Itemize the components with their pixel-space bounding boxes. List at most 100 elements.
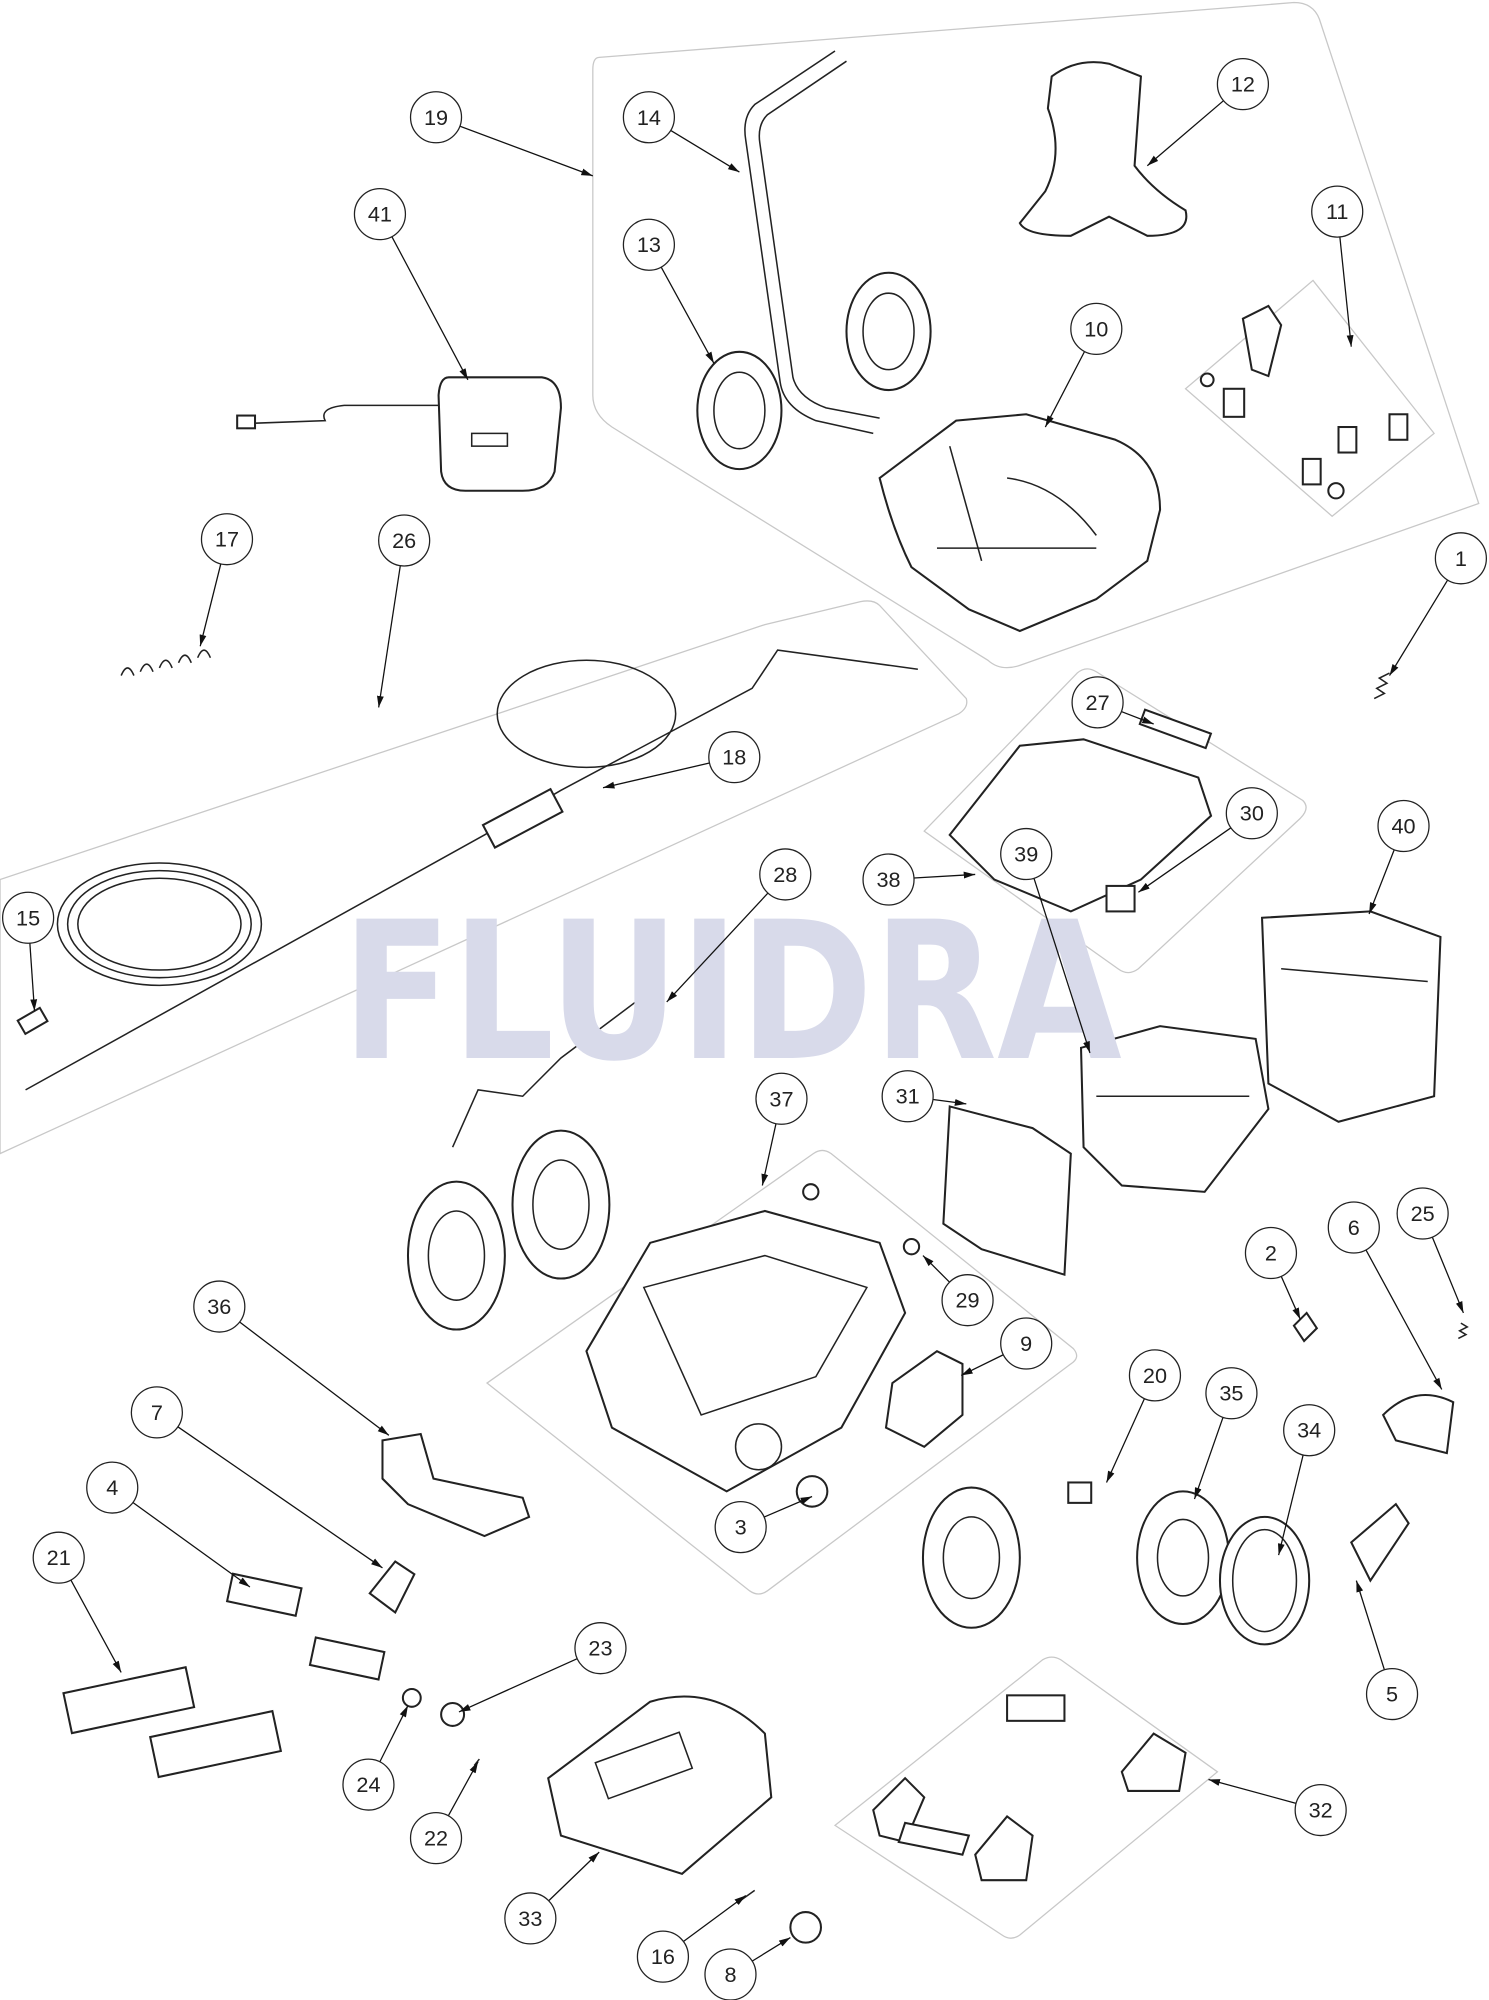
washer	[1199, 372, 1215, 388]
callout-number: 13	[637, 232, 661, 257]
panel-lid-assembly	[923, 668, 1307, 974]
callout-circle	[1377, 799, 1430, 853]
callout-circle	[378, 514, 431, 567]
leader-arrow	[761, 1123, 777, 1186]
callout-circle	[86, 1461, 139, 1514]
leader-arrow	[1388, 579, 1449, 676]
gear	[795, 1475, 829, 1508]
callout-circle	[1365, 1667, 1419, 1721]
filter-door	[942, 1105, 1072, 1277]
callout-number: 37	[769, 1086, 793, 1111]
screw	[736, 1889, 756, 1904]
drive-gear	[789, 1911, 823, 1944]
callout-21: 21	[32, 1531, 122, 1673]
callout-circle	[881, 1070, 934, 1123]
callout-number: 14	[637, 105, 661, 130]
wheel	[1136, 1490, 1230, 1625]
callout-7: 7	[130, 1386, 383, 1569]
callout-circle	[622, 91, 676, 144]
caddy-base-inner	[936, 445, 1097, 562]
caddy-wheel-right-hub	[862, 292, 915, 371]
clip-small	[1301, 457, 1322, 486]
callout-circle	[862, 853, 915, 906]
callout-26: 26	[376, 514, 431, 708]
callout-number: 41	[368, 202, 392, 227]
callout-circle	[1071, 676, 1124, 729]
callout-circle	[342, 1758, 395, 1811]
callout-circle	[409, 91, 463, 144]
body-bearing	[734, 1423, 783, 1471]
callout-15: 15	[1, 891, 55, 1011]
filter-rib	[1281, 968, 1428, 983]
lid-sensor	[1105, 884, 1136, 913]
callout-circle	[1311, 185, 1364, 238]
callout-39: 39	[1000, 827, 1091, 1054]
callout-number: 38	[876, 867, 900, 892]
spring	[1373, 672, 1469, 1340]
callout-circle	[1070, 302, 1123, 356]
leader-arrow	[751, 1936, 791, 1962]
cable-clips	[120, 649, 212, 676]
callout-20: 20	[1105, 1349, 1182, 1483]
callout-38: 38	[862, 853, 976, 906]
cable-clip-row	[120, 649, 212, 676]
callout-17: 17	[199, 513, 254, 647]
callout-35: 35	[1193, 1367, 1258, 1500]
leader-arrow	[458, 1658, 578, 1713]
leader-arrow	[1208, 1778, 1297, 1804]
clip	[1241, 304, 1283, 378]
track-wheel	[511, 1129, 611, 1280]
leader-arrow	[29, 943, 38, 1011]
motor-cable	[451, 980, 664, 1148]
callout-23: 23	[458, 1622, 627, 1713]
callout-27: 27	[1071, 676, 1154, 729]
watermark: FLUIDRA	[342, 882, 1122, 1104]
callout-number: 21	[47, 1545, 71, 1570]
wheel	[921, 1486, 1021, 1629]
callout-28: 28	[666, 848, 812, 1003]
clip-small	[1388, 413, 1409, 441]
callout-number: 3	[735, 1515, 747, 1540]
drive-cover	[884, 1349, 964, 1448]
leader-arrow	[1193, 1417, 1224, 1500]
leader-arrow	[70, 1579, 122, 1673]
pin-clip	[802, 1183, 820, 1201]
leader-arrow	[548, 1851, 600, 1902]
leader-arrow	[132, 1501, 251, 1588]
leader-arrow	[1339, 236, 1354, 347]
leader-arrow	[1277, 1454, 1304, 1556]
callout-13: 13	[622, 218, 715, 364]
leader-arrow	[1431, 1236, 1465, 1314]
callout-36: 36	[193, 1280, 390, 1436]
callout-14: 14	[622, 91, 740, 173]
leader-arrow	[932, 1098, 967, 1106]
cable-coil-small	[496, 659, 677, 769]
track-wheel-hub	[427, 1210, 486, 1301]
callout-32: 32	[1208, 1778, 1347, 1837]
accessory-bar	[897, 1821, 971, 1856]
callout-number: 24	[356, 1772, 380, 1797]
tire	[1218, 1515, 1311, 1646]
leader-arrow	[960, 1354, 1004, 1376]
connector	[16, 1006, 49, 1036]
callout-4: 4	[86, 1461, 251, 1588]
leader-arrow	[1121, 710, 1154, 725]
flap	[1349, 1502, 1410, 1583]
callout-circle	[193, 1280, 246, 1333]
callout-number: 35	[1219, 1381, 1243, 1406]
callout-34: 34	[1277, 1404, 1336, 1556]
accessory-kit	[872, 1694, 1187, 1882]
track-wheel-hub	[532, 1159, 590, 1250]
callout-number: 30	[1240, 801, 1264, 826]
roller	[225, 1572, 303, 1617]
lid-latch	[1138, 708, 1213, 750]
panel-caddy-assembly	[592, 1, 1480, 669]
brush-cover	[1381, 1394, 1455, 1455]
leader-arrow	[379, 1705, 409, 1763]
clip-small	[1337, 426, 1358, 454]
leader-arrow	[922, 1255, 950, 1283]
callout-circle	[1283, 1404, 1336, 1457]
cable-coil	[56, 862, 263, 987]
callout-circle	[755, 1072, 808, 1125]
